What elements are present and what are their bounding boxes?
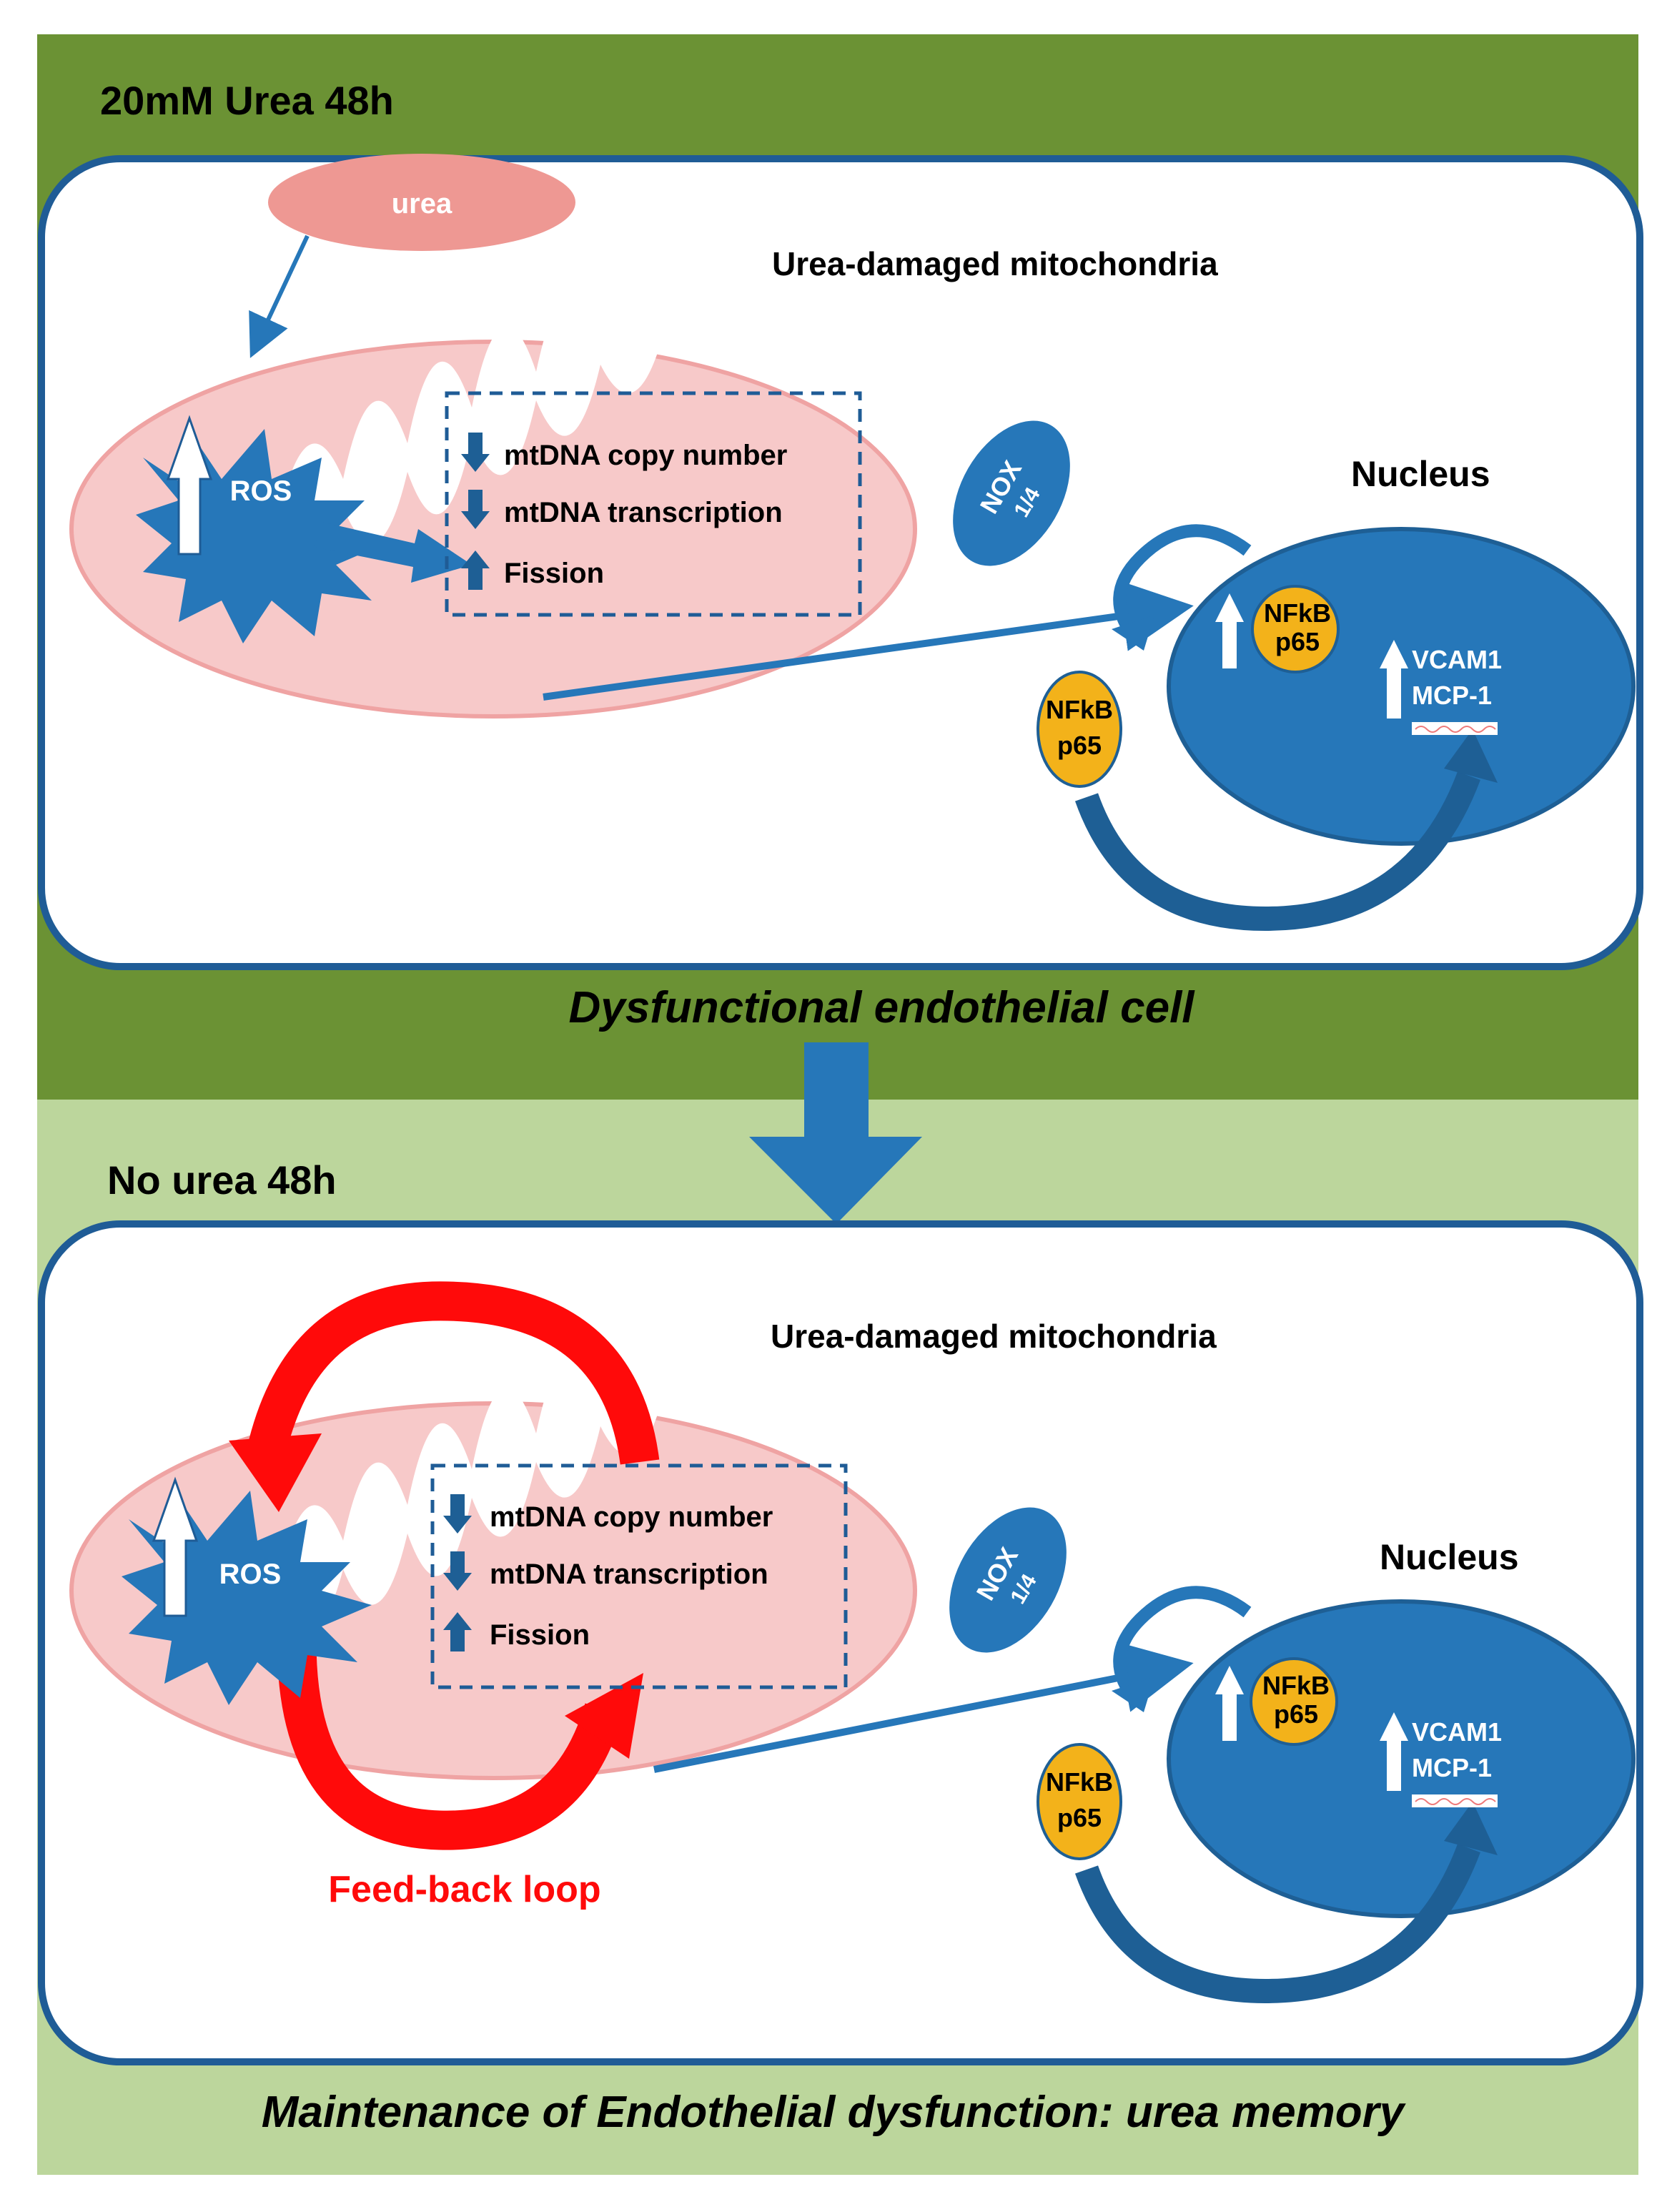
bottom-nfkb-up-arrow bbox=[1215, 1666, 1244, 1741]
up-arrow-icon bbox=[443, 1612, 472, 1651]
bottom-gene-vcam1: VCAM1 bbox=[1412, 1717, 1502, 1747]
bottom-nfkb-cytoplasm: NFkB p65 bbox=[1037, 1743, 1122, 1860]
top-box-item-2: mtDNA transcription bbox=[461, 490, 783, 529]
bottom-box-item-3: Fission bbox=[443, 1612, 590, 1651]
top-mtdna-box bbox=[445, 391, 862, 617]
top-curved-transcription-arrow bbox=[1074, 771, 1480, 932]
bottom-mito-heading: Urea-damaged mitochondria bbox=[771, 1318, 1217, 1355]
top-nfkb-up-arrow bbox=[1215, 593, 1244, 668]
bottom-mito-to-nucleus-arrow bbox=[653, 1641, 1194, 1773]
top-ros-up-arrow bbox=[166, 415, 213, 556]
bottom-curved-transcription-arrow bbox=[1074, 1844, 1480, 2004]
top-nucleus-label: Nucleus bbox=[1351, 454, 1490, 494]
bottom-nucleus-label: Nucleus bbox=[1380, 1537, 1519, 1577]
top-nfkb-cytoplasm: NFkB p65 bbox=[1037, 671, 1122, 788]
top-gene-mcp1: MCP-1 bbox=[1412, 681, 1492, 710]
feedback-loop-label: Feed-back loop bbox=[328, 1869, 600, 1910]
bottom-nox: NOX 1/4 bbox=[949, 1507, 1067, 1653]
bottom-mtdna-box bbox=[430, 1463, 848, 1689]
svg-text:p65: p65 bbox=[1274, 1699, 1318, 1729]
svg-text:NFkB: NFkB bbox=[1046, 695, 1113, 724]
bottom-nfkb-translocation-arrow bbox=[1113, 1586, 1252, 1706]
bottom-ros-label: ROS bbox=[219, 1559, 282, 1590]
bottom-panel: No urea 48h Urea-damaged mitochondria RO… bbox=[37, 1100, 1643, 2175]
top-gene-vcam1: VCAM1 bbox=[1412, 645, 1502, 674]
svg-text:Fission: Fission bbox=[504, 558, 604, 589]
top-mito-heading: Urea-damaged mitochondria bbox=[772, 245, 1218, 282]
down-arrow-icon bbox=[443, 1551, 472, 1591]
feedback-arrow-bottom bbox=[277, 1640, 623, 1850]
feedback-arrow-top bbox=[249, 1281, 660, 1465]
top-box-item-1: mtDNA copy number bbox=[461, 433, 787, 472]
svg-text:p65: p65 bbox=[1275, 627, 1320, 656]
svg-text:Fission: Fission bbox=[490, 1619, 590, 1651]
bottom-caption: Maintenance of Endothelial dysfunction: … bbox=[262, 2088, 1407, 2137]
top-nfkb-translocation-arrow bbox=[1113, 524, 1252, 644]
top-ros-label: ROS bbox=[230, 475, 292, 507]
top-mito-to-nucleus-arrow bbox=[543, 580, 1194, 701]
svg-text:mtDNA copy number: mtDNA copy number bbox=[490, 1501, 773, 1533]
top-box-item-3: Fission bbox=[461, 550, 604, 590]
down-arrow-icon bbox=[461, 490, 490, 529]
up-arrow-icon bbox=[461, 550, 490, 590]
down-arrow-icon bbox=[461, 433, 490, 472]
top-panel: 20mM Urea 48h urea Urea-damaged mitochon… bbox=[37, 34, 1643, 1100]
bottom-condition-label: No urea 48h bbox=[107, 1157, 337, 1203]
svg-text:NFkB: NFkB bbox=[1046, 1767, 1113, 1797]
bottom-gene-up-arrow bbox=[1380, 1712, 1408, 1791]
svg-text:NFkB: NFkB bbox=[1262, 1671, 1330, 1700]
bottom-box-item-2: mtDNA transcription bbox=[443, 1551, 768, 1591]
svg-text:mtDNA transcription: mtDNA transcription bbox=[490, 1559, 768, 1590]
top-caption: Dysfunctional endothelial cell bbox=[568, 983, 1195, 1032]
svg-text:p65: p65 bbox=[1057, 731, 1102, 760]
down-arrow-icon bbox=[443, 1494, 472, 1534]
bottom-ros-up-arrow bbox=[152, 1476, 199, 1617]
bottom-box-item-1: mtDNA copy number bbox=[443, 1494, 773, 1534]
top-nox: NOX 1/4 bbox=[953, 420, 1070, 566]
top-ros-to-box-arrow bbox=[315, 522, 472, 583]
svg-text:mtDNA transcription: mtDNA transcription bbox=[504, 497, 783, 528]
bottom-nfkb-nuclear: NFkB p65 bbox=[1250, 1657, 1338, 1746]
top-mitochondrion bbox=[69, 232, 917, 719]
svg-text:mtDNA copy number: mtDNA copy number bbox=[504, 440, 787, 471]
top-condition-label: 20mM Urea 48h bbox=[100, 78, 394, 123]
urea-ellipse bbox=[268, 154, 575, 251]
urea-label: urea bbox=[392, 188, 452, 219]
svg-text:NFkB: NFkB bbox=[1264, 598, 1331, 628]
top-gene-up-arrow bbox=[1380, 640, 1408, 719]
urea-arrow bbox=[249, 234, 310, 358]
bottom-gene-mcp1: MCP-1 bbox=[1412, 1753, 1492, 1782]
top-nfkb-nuclear: NFkB p65 bbox=[1251, 585, 1340, 673]
svg-text:p65: p65 bbox=[1057, 1803, 1102, 1832]
